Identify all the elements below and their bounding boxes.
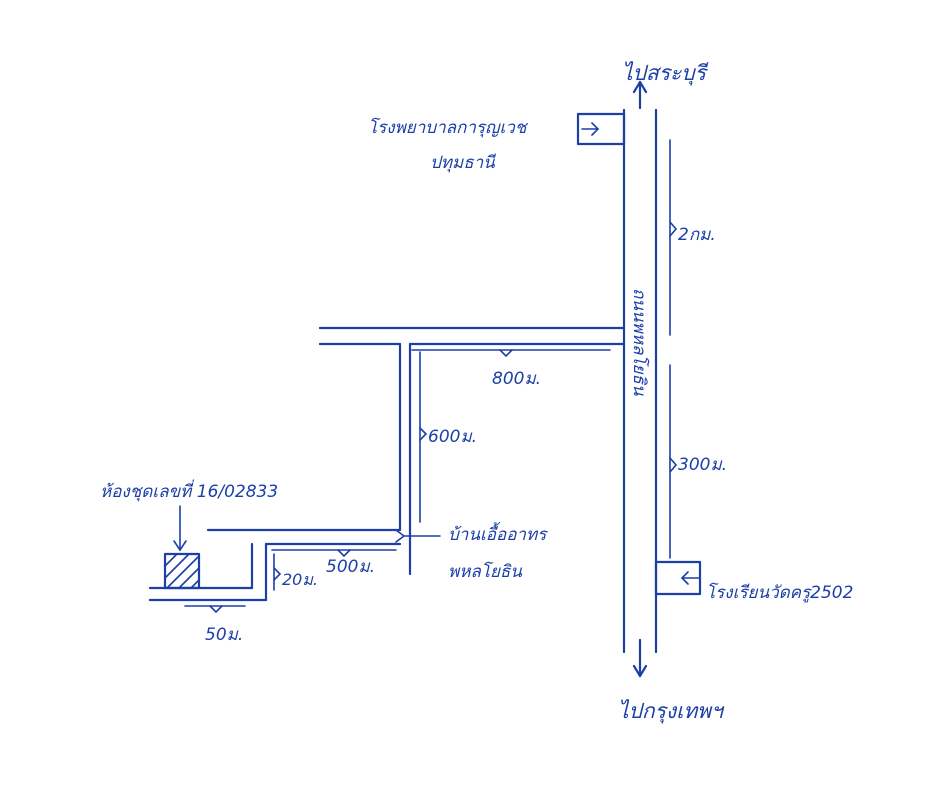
distance-east-branch: 800ม. <box>492 369 541 389</box>
hospital-province-label: ปทุมธานี <box>430 153 497 173</box>
east-branch-road <box>318 326 626 358</box>
distance-south-branch: 600ม. <box>428 427 477 447</box>
direction-north-label: ไปสระบุรี <box>622 61 709 86</box>
distance-bracket-main-south <box>669 364 678 559</box>
unit-label: ห้องชุดเลขที่ 16/02833 <box>100 479 278 502</box>
village-road-label: พหลโยธิน <box>448 561 522 582</box>
distance-main-south: 300ม. <box>678 455 727 475</box>
distance-spur: 20ม. <box>282 570 318 589</box>
village-pointer <box>395 529 441 543</box>
hospital-marker <box>576 112 626 146</box>
hospital-name-label: โรงพยาบาลการุญเวช <box>368 117 529 138</box>
distance-bracket-main-north <box>669 139 678 336</box>
south-branch-road <box>398 342 428 576</box>
spur-road <box>250 542 282 602</box>
final-road <box>148 586 268 614</box>
school-name-label: โรงเรียนวัดครู2502 <box>706 582 853 603</box>
north-arrow-icon <box>632 80 648 110</box>
school-marker <box>654 560 702 596</box>
distance-west-branch: 500ม. <box>326 557 375 577</box>
unit-marker <box>163 552 201 590</box>
village-name-label: บ้านเอื้ออาทร <box>448 521 548 545</box>
south-arrow-icon <box>632 638 648 678</box>
main-road-name: ถนนพหลโยธิน <box>629 288 650 396</box>
direction-south-label: ไปกรุงเทพฯ <box>618 699 725 724</box>
west-branch-road <box>206 528 402 558</box>
distance-main-north: 2กม. <box>678 225 716 245</box>
distance-final: 50ม. <box>205 625 243 645</box>
unit-pointer-arrow-icon <box>173 505 187 552</box>
